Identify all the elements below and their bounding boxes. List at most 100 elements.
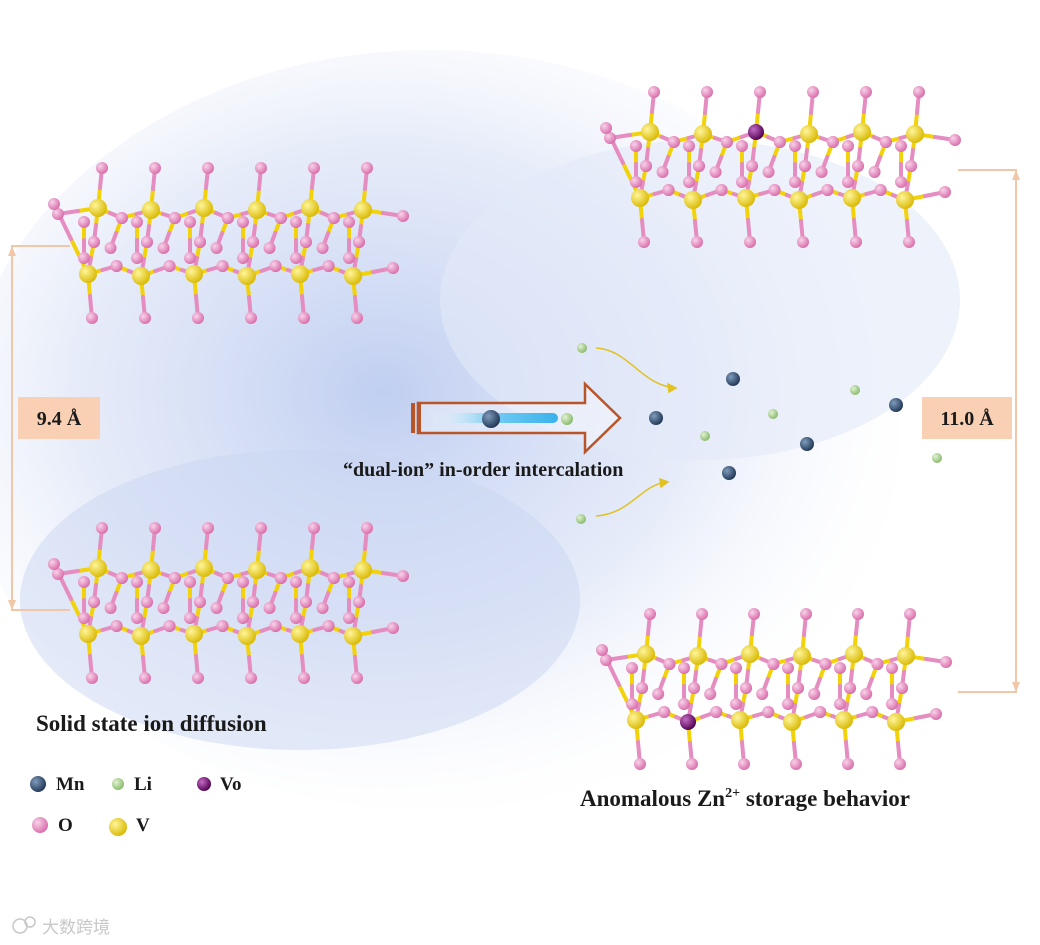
vanadium-atom: [142, 561, 160, 579]
legend-o-swatch: [32, 817, 48, 833]
oxygen-atom: [860, 688, 873, 700]
oxygen-atom: [308, 522, 320, 534]
vanadium-oxide-layer-top-right: [600, 86, 961, 248]
oxygen-atom: [790, 758, 802, 770]
oxygen-atom: [710, 706, 723, 718]
oxygen-atom: [216, 260, 229, 272]
legend: Mn Li Vo O V: [30, 774, 241, 836]
oxygen-atom: [397, 570, 409, 582]
left-spacing-label: 9.4 Å: [18, 397, 100, 439]
oxygen-atom: [397, 210, 409, 222]
vanadium-atom: [89, 199, 107, 217]
oxygen-atom: [86, 672, 98, 684]
vanadium-atom: [731, 711, 749, 729]
oxygen-atom: [184, 612, 196, 624]
oxygen-atom: [343, 252, 355, 264]
vanadium-atom: [185, 265, 203, 283]
oxygen-atom: [799, 160, 811, 172]
oxygen-atom: [852, 608, 864, 620]
vanadium-atom: [689, 647, 707, 665]
oxygen-atom: [104, 602, 117, 614]
lithium-ion: [850, 385, 860, 395]
oxygen-atom: [48, 558, 60, 570]
oxygen-atom: [949, 134, 961, 146]
vanadium-atom: [132, 627, 150, 645]
oxygen-atom: [644, 608, 656, 620]
vanadium-atom: [238, 627, 256, 645]
lithium-ion: [577, 343, 587, 353]
oxygen-atom: [720, 136, 733, 148]
vanadium-atom: [301, 199, 319, 217]
oxygen-atom: [78, 216, 90, 228]
oxygen-atom: [351, 312, 363, 324]
oxygen-atom: [149, 522, 161, 534]
watermark-text: 大数跨境: [42, 918, 110, 938]
oxygen-atom: [316, 242, 329, 254]
legend-li-swatch: [112, 778, 124, 790]
oxygen-atom: [353, 236, 365, 248]
oxygen-atom: [652, 688, 665, 700]
vanadium-atom: [79, 265, 97, 283]
oxygen-atom: [626, 698, 638, 710]
legend-li-label: Li: [134, 774, 152, 795]
oxygen-atom: [797, 236, 809, 248]
oxygen-atom: [604, 132, 616, 144]
oxygen-atom: [842, 176, 854, 188]
oxygen-atom: [895, 140, 907, 152]
oxygen-atom: [157, 242, 170, 254]
intercalation-arrow: [411, 381, 622, 455]
left-spacing-bracket: [8, 245, 70, 611]
vanadium-atom: [195, 199, 213, 217]
manganese-ion: [726, 372, 740, 386]
vanadium-atom: [741, 645, 759, 663]
oxygen-atom: [789, 140, 801, 152]
oxygen-atom: [886, 698, 898, 710]
oxygen-atom: [298, 312, 310, 324]
oxygen-atom: [762, 706, 775, 718]
oxygen-atom: [255, 522, 267, 534]
manganese-ion: [889, 398, 903, 412]
oxygen-atom: [748, 608, 760, 620]
right-spacing-label: 11.0 Å: [922, 397, 1012, 439]
oxygen-atom: [596, 644, 608, 656]
oxygen-atom: [744, 236, 756, 248]
oxygen-atom: [237, 252, 249, 264]
oxygen-atom: [387, 622, 399, 634]
oxygen-atom: [274, 572, 287, 584]
oxygen-atom: [636, 682, 648, 694]
oxygen-atom: [115, 572, 128, 584]
oxygen-atom: [52, 568, 64, 580]
oxygen-atom: [131, 216, 143, 228]
vanadium-atom: [793, 647, 811, 665]
oxygen-atom: [141, 236, 153, 248]
oxygen-atom: [704, 688, 717, 700]
manganese-ion: [800, 437, 814, 451]
oxygen-atom: [269, 620, 282, 632]
oxygen-atom: [762, 166, 775, 178]
vanadium-atom: [684, 191, 702, 209]
oxygen-atom: [316, 602, 329, 614]
oxygen-atom: [842, 758, 854, 770]
oxygen-atom: [630, 176, 642, 188]
oxygen-atom: [895, 176, 907, 188]
manganese-ion: [722, 466, 736, 480]
oxygen-atom: [696, 608, 708, 620]
oxygen-atom: [78, 612, 90, 624]
oxygen-atom: [52, 208, 64, 220]
oxygen-atom: [807, 86, 819, 98]
oxygen-atom: [216, 620, 229, 632]
oxygen-atom: [940, 656, 952, 668]
oxygen-atom: [210, 242, 223, 254]
oxygen-vacancy-site: [748, 124, 764, 140]
oxygen-atom: [141, 596, 153, 608]
oxygen-atom: [658, 706, 671, 718]
oxygen-atom: [656, 166, 669, 178]
oxygen-atom: [247, 596, 259, 608]
oxygen-atom: [300, 596, 312, 608]
oxygen-atom: [237, 576, 249, 588]
oxygen-atom: [874, 184, 887, 196]
oxygen-atom: [139, 672, 151, 684]
oxygen-atom: [860, 86, 872, 98]
oxygen-atom: [834, 662, 846, 674]
oxygen-atom: [110, 620, 123, 632]
